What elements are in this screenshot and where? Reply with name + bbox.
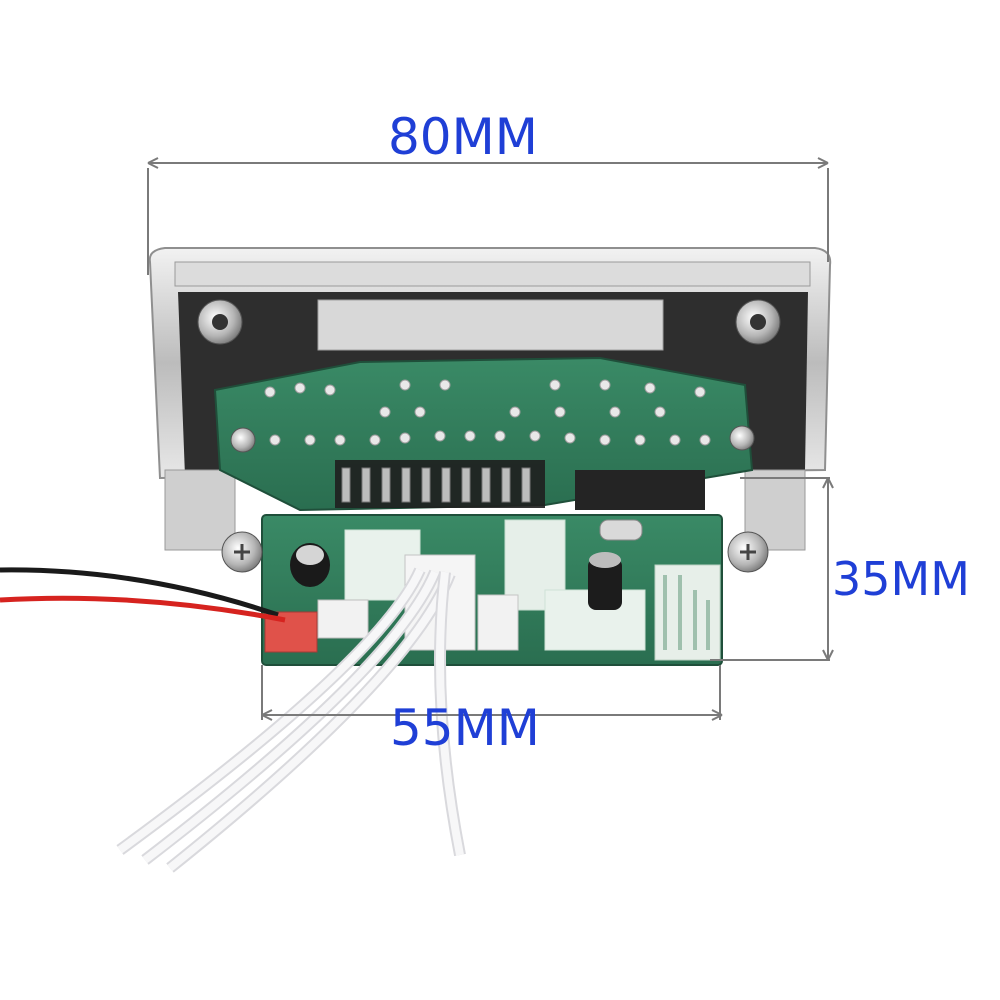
width-dimension-label: 80MM: [388, 108, 538, 166]
pcb-screw-right: [729, 425, 755, 451]
pcb-screw-bottom-left: [221, 531, 263, 573]
capacitor-right: [588, 552, 622, 610]
height-dimension-label: 35MM: [832, 552, 970, 606]
solder-pads: [239, 379, 711, 446]
bluetooth-antenna: [654, 564, 721, 661]
pcb-screw-left: [230, 427, 256, 453]
pcb-screw-bottom-right: [727, 531, 769, 573]
frame-mount-hole-left: [197, 299, 243, 345]
header-pins: [341, 467, 531, 503]
capacitor-left: [290, 543, 330, 587]
power-wires: [0, 567, 286, 623]
dimension-lines: [147, 157, 834, 721]
board-width-dimension-label: 55MM: [390, 699, 540, 757]
frame-mount-hole-right: [735, 299, 781, 345]
white-ribbon-cable: [116, 567, 466, 873]
